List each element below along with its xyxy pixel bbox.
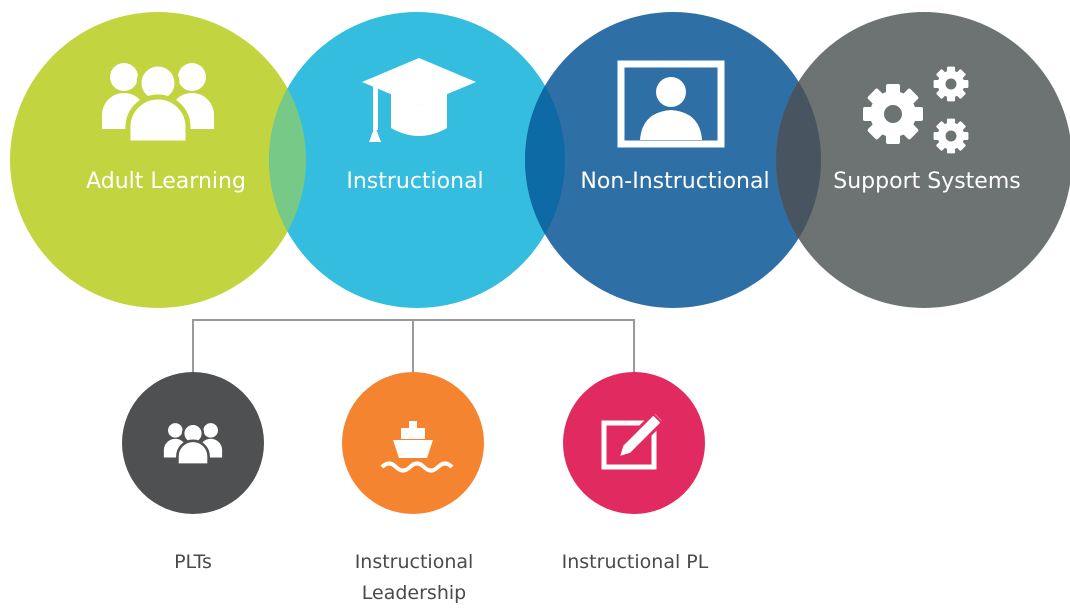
label-adult-learning: Adult Learning bbox=[86, 169, 246, 194]
top-circle-adult-learning bbox=[10, 12, 306, 308]
person-portrait-icon bbox=[617, 60, 725, 148]
top-circle-instructional bbox=[269, 12, 565, 308]
label-instructional-leadership-line1: Instructional bbox=[355, 551, 474, 573]
top-circle-non-instructional bbox=[525, 12, 821, 308]
label-instructional: Instructional bbox=[346, 169, 483, 194]
label-instructional-pl: Instructional PL bbox=[562, 551, 709, 573]
graduation-cap-icon bbox=[362, 58, 476, 142]
ship-icon bbox=[380, 421, 454, 473]
label-non-instructional: Non-Instructional bbox=[580, 169, 769, 194]
edit-pencil-icon bbox=[601, 409, 667, 470]
gears-icon bbox=[863, 66, 969, 154]
top-circle-support-systems bbox=[776, 12, 1070, 308]
label-plts: PLTs bbox=[174, 551, 212, 573]
label-support-systems: Support Systems bbox=[833, 169, 1020, 194]
label-instructional-leadership-line2: Leadership bbox=[362, 582, 466, 604]
